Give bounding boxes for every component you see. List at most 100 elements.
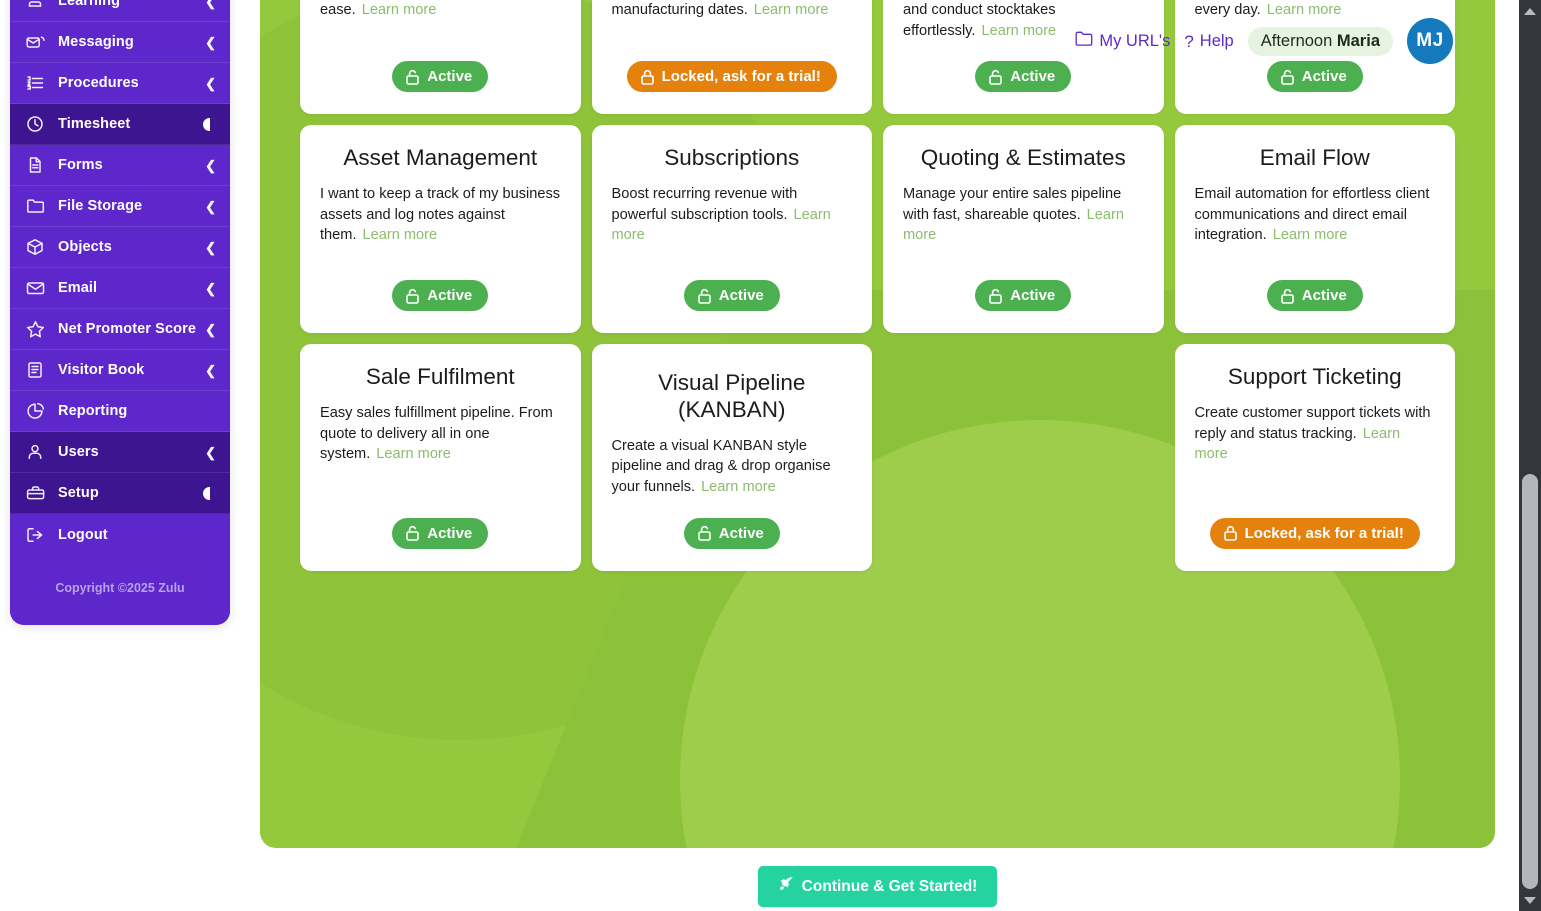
card-description: Easy sales fulfillment pipeline. From qu… bbox=[320, 403, 561, 465]
lock-open-icon bbox=[405, 288, 420, 304]
card-action-area: Active bbox=[392, 498, 489, 549]
lock-open-icon bbox=[988, 288, 1003, 304]
module-card-visitor-management[interactable]: Visitor ManagementEasily manage visitors… bbox=[300, 0, 581, 115]
scrollbar-thumb[interactable] bbox=[1522, 474, 1538, 889]
module-card-asset-management[interactable]: Asset Management I want to keep a track o… bbox=[300, 125, 581, 334]
status-badge-active[interactable]: Active bbox=[683, 280, 780, 312]
module-card-goals-metrics[interactable]: Goals & MetricsI want to track my KPI's … bbox=[1174, 0, 1455, 115]
status-label: Active bbox=[1301, 287, 1347, 305]
sidebar-item-setup[interactable]: Setup bbox=[10, 473, 230, 514]
avatar[interactable]: MJ bbox=[1407, 18, 1453, 64]
scroll-down-arrow-icon[interactable] bbox=[1519, 891, 1541, 909]
status-badge-active[interactable]: Active bbox=[1266, 61, 1363, 93]
lock-open-icon bbox=[405, 69, 420, 85]
learn-more-link[interactable]: Learn more bbox=[611, 206, 831, 244]
chevron-left-icon: ❮ bbox=[205, 362, 216, 378]
module-card-inventory-management[interactable]: Inventory ManagementManage procurement &… bbox=[883, 0, 1164, 115]
scroll-up-arrow-icon[interactable] bbox=[1519, 2, 1541, 20]
card-description: I have batch tracked products and need t… bbox=[612, 0, 853, 21]
user-icon bbox=[26, 443, 48, 461]
card-title: Email Flow bbox=[1259, 145, 1370, 171]
sidebar-item-net-promoter-score[interactable]: Net Promoter Score❮ bbox=[10, 309, 230, 350]
lock-closed-icon bbox=[640, 69, 655, 85]
vertical-scrollbar[interactable] bbox=[1519, 0, 1541, 911]
status-badge-active[interactable]: Active bbox=[392, 517, 489, 549]
sidebar-item-forms[interactable]: Forms❮ bbox=[10, 145, 230, 186]
sidebar-item-messaging[interactable]: Messaging❮ bbox=[10, 22, 230, 63]
procedures-icon bbox=[26, 74, 48, 92]
chevron-left-icon: ❮ bbox=[205, 0, 216, 9]
status-badge-locked[interactable]: Locked, ask for a trial! bbox=[626, 61, 837, 93]
learn-more-link[interactable]: Learn more bbox=[1194, 425, 1401, 463]
continue-label: Continue & Get Started! bbox=[801, 877, 978, 895]
status-badge-active[interactable]: Active bbox=[683, 517, 780, 549]
card-description-text: Create customer support tickets with rep… bbox=[1194, 404, 1431, 442]
status-label: Active bbox=[1010, 68, 1056, 86]
sidebar-item-label: Timesheet bbox=[58, 116, 131, 132]
chevron-left-icon: ❮ bbox=[205, 280, 216, 296]
status-badge-active[interactable]: Active bbox=[392, 61, 489, 93]
lock-closed-icon bbox=[1223, 525, 1238, 541]
module-card-product-batching[interactable]: Product BatchingI have batch tracked pro… bbox=[591, 0, 872, 115]
sidebar-item-file-storage[interactable]: File Storage❮ bbox=[10, 186, 230, 227]
card-title: Visual Pipeline (KANBAN) bbox=[658, 370, 806, 422]
module-card-visual-pipeline-kanban[interactable]: Visual Pipeline (KANBAN)Create a visual … bbox=[591, 344, 872, 571]
card-description: I want to track my KPI's & Goals so I ca… bbox=[1195, 0, 1436, 21]
sidebar-item-learning[interactable]: Learning❮ bbox=[10, 0, 230, 22]
sidebar-item-visitor-book[interactable]: Visitor Book❮ bbox=[10, 350, 230, 391]
status-badge-active[interactable]: Active bbox=[392, 280, 489, 312]
status-label: Active bbox=[427, 287, 473, 305]
status-badge-active[interactable]: Active bbox=[975, 61, 1072, 93]
folder-icon bbox=[26, 197, 48, 215]
status-label: Active bbox=[427, 524, 473, 542]
sidebar-item-objects[interactable]: Objects❮ bbox=[10, 227, 230, 268]
sidebar-item-reporting[interactable]: Reporting bbox=[10, 391, 230, 432]
sidebar-item-users[interactable]: Users❮ bbox=[10, 432, 230, 473]
learn-more-link[interactable]: Learn more bbox=[1266, 1, 1342, 18]
learn-more-link[interactable]: Learn more bbox=[1272, 227, 1348, 244]
status-label: Active bbox=[718, 524, 764, 542]
status-badge-active[interactable]: Active bbox=[975, 280, 1072, 312]
learn-more-link[interactable]: Learn more bbox=[903, 206, 1124, 244]
sidebar-item-label: Forms bbox=[58, 157, 103, 173]
status-badge-active[interactable]: Active bbox=[1266, 280, 1363, 312]
learn-more-link[interactable]: Learn more bbox=[361, 1, 437, 18]
learn-more-link[interactable]: Learn more bbox=[701, 478, 776, 495]
card-action-area: Active bbox=[392, 41, 489, 93]
card-description: I want to keep a track of my business as… bbox=[320, 184, 561, 246]
sidebar-item-email[interactable]: Email ❮ bbox=[10, 268, 230, 309]
status-badge-locked[interactable]: Locked, ask for a trial! bbox=[1209, 517, 1420, 549]
learn-more-link[interactable]: Learn more bbox=[981, 22, 1057, 39]
learn-more-link[interactable]: Learn more bbox=[362, 227, 438, 244]
sidebar-item-label: Email bbox=[58, 280, 98, 296]
card-title: Asset Management bbox=[343, 145, 538, 171]
card-description: Boost recurring revenue with powerful su… bbox=[612, 184, 853, 246]
document-icon bbox=[26, 156, 48, 174]
sidebar-item-label: File Storage bbox=[58, 198, 143, 214]
sidebar-copyright: Copyright ©2025 Zulu bbox=[10, 555, 230, 625]
envelope-icon bbox=[26, 279, 48, 297]
half-circle-icon bbox=[203, 117, 216, 131]
card-description-text: I want to track my KPI's & Goals so I ca… bbox=[1194, 1, 1261, 18]
clock-icon bbox=[26, 115, 48, 133]
continue-get-started-button[interactable]: Continue & Get Started! bbox=[757, 866, 998, 907]
learn-more-link[interactable]: Learn more bbox=[376, 446, 451, 463]
card-title: Subscriptions bbox=[664, 145, 800, 171]
learn-more-link[interactable]: Learn more bbox=[753, 1, 829, 18]
greeting-prefix: Afternoon bbox=[1260, 31, 1333, 50]
my-urls-link[interactable]: My URL's bbox=[1075, 31, 1170, 51]
sidebar-item-timesheet[interactable]: Timesheet bbox=[10, 104, 230, 145]
footer-actions: Continue & Get Started! bbox=[260, 866, 1495, 907]
lock-open-icon bbox=[697, 288, 712, 304]
folder-icon bbox=[1075, 31, 1093, 51]
sidebar-item-logout[interactable]: Logout bbox=[10, 514, 230, 555]
card-description-text: Boost recurring revenue with powerful su… bbox=[611, 185, 798, 223]
sidebar-item-procedures[interactable]: Procedures❮ bbox=[10, 63, 230, 104]
card-description-text: Easy sales fulfillment pipeline. From qu… bbox=[320, 404, 553, 463]
help-link[interactable]: ? Help bbox=[1184, 32, 1233, 51]
